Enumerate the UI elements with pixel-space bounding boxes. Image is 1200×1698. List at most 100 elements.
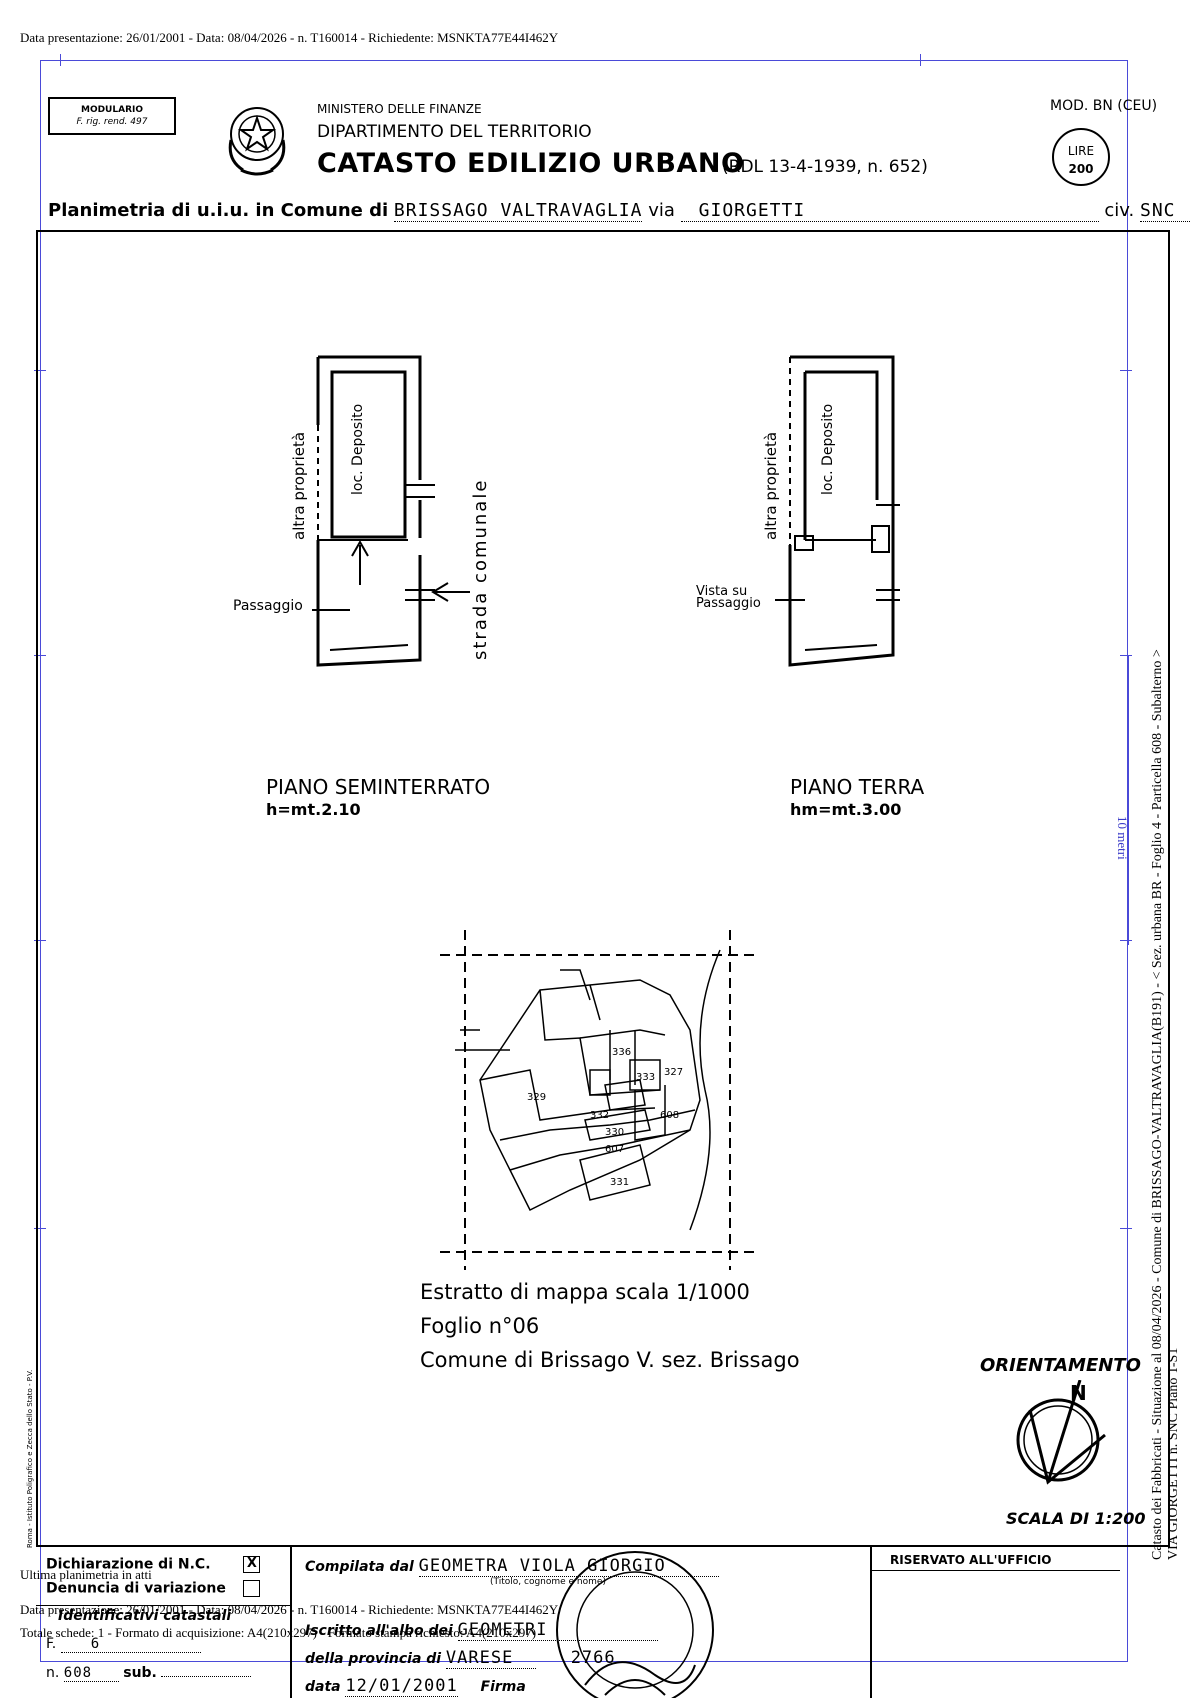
- sub-value: [161, 1676, 252, 1677]
- sub-label: sub.: [123, 1665, 157, 1681]
- foglio-row: F. 6: [46, 1636, 201, 1653]
- parcel-label: 329: [527, 1092, 546, 1103]
- orientamento-label: ORIENTAMENTO: [980, 1355, 1141, 1376]
- map-caption-line: Estratto di mappa scala 1/1000: [420, 1280, 750, 1304]
- denuncia-checkbox[interactable]: [242, 1580, 260, 1597]
- footer-rule: [36, 1545, 1170, 1547]
- civ-value: SNC: [1139, 200, 1190, 222]
- terra-room-label: loc. Deposito: [820, 403, 836, 495]
- request-header: Data presentazione: 26/01/2001 - Data: 0…: [20, 30, 559, 45]
- ultima-planimetria: Ultima planimetria in atti: [20, 1567, 152, 1582]
- printer-note: Roma - Istituto Poligrafico e Zecca dell…: [26, 1369, 34, 1548]
- frame-tick: [34, 655, 46, 656]
- frame-tick: [1120, 655, 1132, 656]
- lire-value: 200: [1068, 162, 1094, 176]
- parcel-label: 331: [610, 1177, 629, 1188]
- planimetria-line: Planimetria di u.i.u. in Comune di BRISS…: [48, 200, 1190, 222]
- particella-value: 608: [63, 1665, 119, 1682]
- via-value: GIORGETTI: [680, 200, 1099, 222]
- map-caption-line: Foglio n°06: [420, 1314, 540, 1338]
- denuncia-label: Denuncia di variazione: [46, 1580, 226, 1597]
- data-row: data 12/01/2001 Firma: [305, 1676, 526, 1697]
- compilata-value: GEOMETRA VIOLA GIORGIO: [418, 1556, 719, 1577]
- scale-bar-label: 10 metri: [1115, 816, 1130, 860]
- terra-title: PIANO TERRA: [790, 775, 925, 799]
- foglio-value: 6: [60, 1636, 201, 1653]
- via-label: via: [648, 200, 675, 221]
- data-label: data: [305, 1679, 341, 1695]
- ministero-title: MINISTERO DELLE FINANZE: [317, 102, 482, 116]
- seminterrato-passage-label: Passaggio: [233, 598, 303, 614]
- provincia-value: VARESE: [445, 1648, 536, 1669]
- parcel-label: 608: [660, 1110, 679, 1121]
- comune-value: BRISSAGO VALTRAVAGLIA: [393, 200, 643, 222]
- footer-divider: [290, 1545, 292, 1698]
- civ-label: civ.: [1104, 200, 1135, 221]
- frame-tick: [920, 54, 921, 66]
- map-caption: Estratto di mappa scala 1/1000 Foglio n°…: [420, 1275, 800, 1377]
- planimetria-prefix: Planimetria di u.i.u. in Comune di: [48, 200, 389, 221]
- titolo-hint: (Titolo, cognome e nome): [490, 1577, 606, 1587]
- parcel-label: 327: [664, 1067, 683, 1078]
- iscritto-row: Iscritto all'albo dei GEOMETRI: [305, 1620, 658, 1641]
- scale-bar: [1128, 655, 1129, 945]
- footer-divider: [36, 1605, 290, 1606]
- footer-divider: [870, 1545, 872, 1698]
- frame-tick: [1120, 1228, 1132, 1229]
- parcel-label: 332: [590, 1110, 609, 1121]
- parcel-label: 330: [605, 1127, 624, 1138]
- frame-tick: [34, 1228, 46, 1229]
- dichiarazione-checkbox[interactable]: X: [243, 1556, 261, 1573]
- scale-label: SCALA DI 1:200: [1006, 1509, 1146, 1528]
- compilata-label: Compilata dal: [305, 1559, 414, 1575]
- denuncia-row: Denuncia di variazione: [46, 1580, 260, 1597]
- drawing-frame: [36, 230, 1170, 1545]
- page-frame: [40, 60, 1128, 1662]
- seminterrato-height: h=mt.2.10: [266, 800, 361, 819]
- overlay-request-line: Data presentazione: 26/01/2001 - Data: 0…: [20, 1602, 559, 1617]
- foglio-label: F.: [46, 1636, 57, 1652]
- svg-text:N: N: [1070, 1381, 1087, 1405]
- modulario-title: MODULARIO: [80, 105, 143, 115]
- stamp-lire: LIRE 200: [1052, 128, 1110, 186]
- terra-passage-label: Vista su Passaggio: [696, 584, 761, 611]
- modulario-box: MODULARIO F. rig. rend. 497: [48, 97, 176, 135]
- republic-emblem-icon: [228, 107, 286, 176]
- frame-tick: [34, 940, 46, 941]
- seminterrato-road-label: strada comunale: [470, 478, 491, 660]
- compass-icon: N: [1016, 1380, 1106, 1485]
- riservato-rule: [870, 1570, 1120, 1571]
- particella-label: n.: [46, 1665, 60, 1681]
- parcel-label: 607: [605, 1144, 624, 1155]
- dipartimento-title: DIPARTIMENTO DEL TERRITORIO: [317, 122, 592, 142]
- iscritto-label: Iscritto all'albo dei: [305, 1623, 453, 1639]
- professional-seal-icon: [556, 1551, 714, 1698]
- seminterrato-neighbor-label: altra proprietà: [290, 431, 308, 540]
- particella-row: n. 608 sub.: [46, 1665, 252, 1682]
- parcel-label: 333: [636, 1072, 655, 1083]
- frame-tick: [60, 54, 61, 66]
- dichiarazione-row: Dichiarazione di N.C. X: [46, 1556, 261, 1573]
- seminterrato-title: PIANO SEMINTERRATO: [266, 775, 491, 799]
- frame-tick: [1120, 940, 1132, 941]
- parcel-label: 336: [612, 1047, 631, 1058]
- totale-schede: Totale schede: 1 - Formato di acquisizio…: [20, 1625, 537, 1640]
- side-note: Catasto dei Fabbricati - Situazione al 0…: [1150, 649, 1165, 1560]
- terra-height: hm=mt.3.00: [790, 800, 902, 819]
- modulario-sub: F. rig. rend. 497: [76, 117, 148, 127]
- dichiarazione-label: Dichiarazione di N.C.: [46, 1556, 211, 1573]
- mod-code: MOD. BN (CEU): [1050, 98, 1158, 114]
- firma-label: Firma: [480, 1679, 526, 1695]
- catasto-title: CATASTO EDILIZIO URBANO: [317, 148, 745, 179]
- side-note-address: VIA GIORGETTI n. SNC Piano T-S1: [1166, 1347, 1181, 1560]
- map-caption-line: Comune di Brissago V. sez. Brissago: [420, 1348, 800, 1372]
- identificativi-label: Identificativi catastali: [58, 1608, 232, 1624]
- compilata-row: Compilata dal GEOMETRA VIOLA GIORGIO: [305, 1556, 719, 1577]
- frame-tick: [1120, 370, 1132, 371]
- seminterrato-room-label: loc. Deposito: [350, 403, 366, 495]
- terra-neighbor-label: altra proprietà: [762, 431, 780, 540]
- riservato-label: RISERVATO ALL'UFFICIO: [890, 1553, 1052, 1567]
- provincia-label: della provincia di: [305, 1651, 442, 1667]
- frame-tick: [34, 370, 46, 371]
